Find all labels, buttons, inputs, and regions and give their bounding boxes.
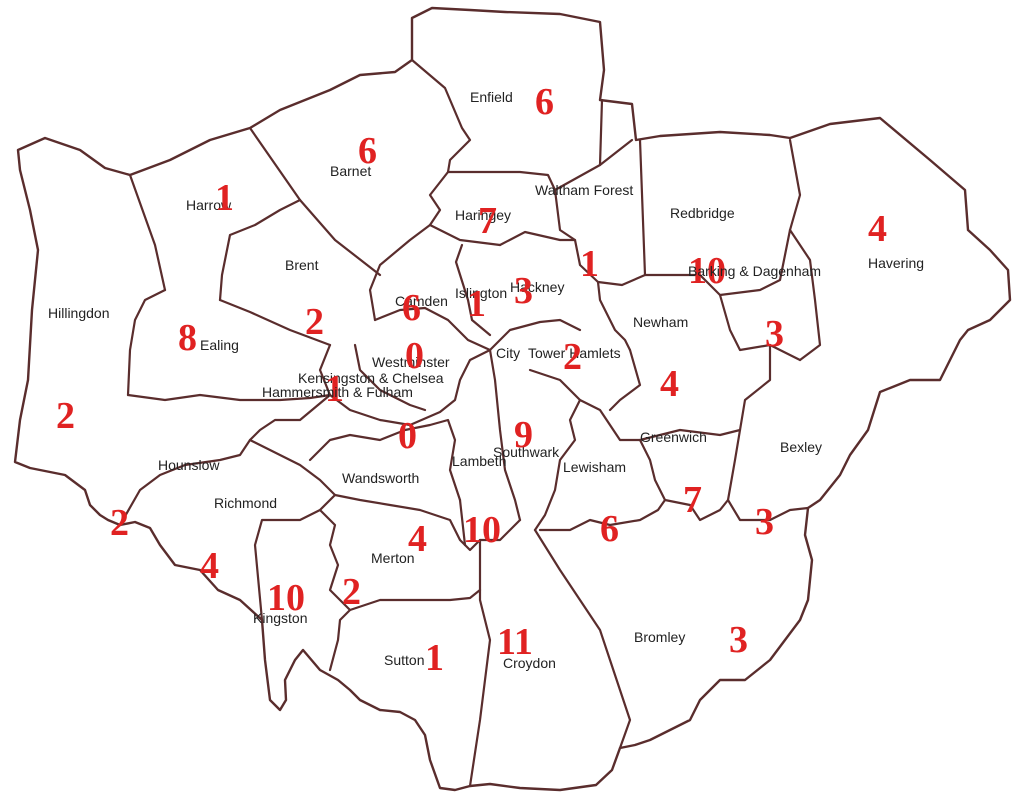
borough-label-havering: Havering [868, 255, 924, 271]
borough-label-camden: Camden [395, 293, 448, 309]
borough-label-city: City [496, 345, 520, 361]
borough-value-bromley: 3 [729, 619, 748, 661]
borough-value-wandsworth: 4 [408, 518, 427, 560]
borough-value-hammersmith-fulham: 0 [398, 415, 417, 457]
borough-label-bromley: Bromley [634, 629, 685, 645]
borough-value-brent: 2 [305, 301, 324, 343]
borough-boundaries [118, 58, 822, 788]
borough-value-harrow: 1 [215, 177, 234, 219]
borough-value-bexley: 3 [755, 501, 774, 543]
borough-value-ealing: 8 [178, 317, 197, 359]
borough-label-greenwich: Greenwich [640, 429, 707, 445]
greater-london-outline [13, 6, 1012, 792]
borough-value-havering: 4 [868, 208, 887, 250]
borough-label-newham: Newham [633, 314, 688, 330]
borough-label-redbridge: Redbridge [670, 205, 735, 221]
borough-value-hillingdon: 2 [56, 395, 75, 437]
borough-label-brent: Brent [285, 257, 319, 273]
borough-value-tower-hamlets: 2 [563, 336, 582, 378]
borough-value-enfield: 6 [535, 81, 554, 123]
borough-label-hounslow: Hounslow [158, 457, 220, 473]
borough-value-westminster: 0 [405, 335, 424, 377]
borough-label-islington: Islington [455, 285, 507, 301]
borough-label-waltham-forest: Waltham Forest [535, 182, 633, 198]
borough-label-wandsworth: Wandsworth [342, 470, 419, 486]
borough-value-barking-dagenham: 3 [765, 313, 784, 355]
borough-label-sutton: Sutton [384, 652, 424, 668]
borough-label-bexley: Bexley [780, 439, 822, 455]
borough-value-greenwich: 7 [683, 479, 702, 521]
borough-value-kensington-chelsea: 1 [325, 368, 344, 410]
borough-value-islington: 1 [467, 283, 486, 325]
borough-label-croydon: Croydon [503, 655, 556, 671]
borough-value-camden: 6 [402, 287, 421, 329]
borough-value-hounslow: 2 [110, 502, 129, 544]
borough-label-merton: Merton [371, 550, 415, 566]
borough-label-lambeth: Lambeth [452, 453, 506, 469]
borough-label-haringey: Haringey [455, 207, 511, 223]
borough-value-richmond: 4 [200, 545, 219, 587]
borough-label-southwark: Southwark [493, 444, 560, 460]
borough-label-barnet: Barnet [330, 163, 371, 179]
borough-label-lewisham: Lewisham [563, 459, 626, 475]
borough-label-enfield: Enfield [470, 89, 513, 105]
borough-value-lewisham: 6 [600, 508, 619, 550]
borough-value-sutton: 1 [425, 637, 444, 679]
borough-value-waltham-forest: 1 [580, 243, 599, 285]
borough-label-kingston: Kingston [253, 610, 307, 626]
borough-value-newham: 4 [660, 363, 679, 405]
borough-label-ealing: Ealing [200, 337, 239, 353]
borough-label-hackney: Hackney [510, 279, 564, 295]
borough-label-harrow: Harrow [186, 197, 232, 213]
borough-label-kensington-chelsea: Kensingston & Chelsea [298, 370, 444, 386]
borough-label-richmond: Richmond [214, 495, 277, 511]
borough-label-tower-hamlets: Tower Hamlets [528, 345, 621, 361]
borough-value-haringey: 7 [478, 200, 497, 242]
borough-label-hammersmith-fulham: Hammersmith & Fulham [262, 384, 413, 400]
borough-value-croydon: 11 [497, 621, 533, 663]
borough-value-hackney: 3 [514, 270, 533, 312]
borough-label-hillingdon: Hillingdon [48, 305, 109, 321]
borough-label-barking-dagenham: Barking & Dagenham [688, 263, 821, 279]
borough-value-southwark: 9 [514, 414, 533, 456]
borough-value-merton: 2 [342, 571, 361, 613]
borough-label-westminster: Westminster [372, 354, 450, 370]
borough-value-lambeth: 10 [463, 509, 501, 551]
borough-value-kingston: 10 [267, 577, 305, 619]
borough-value-redbridge: 10 [688, 250, 726, 292]
borough-value-barnet: 6 [358, 130, 377, 172]
